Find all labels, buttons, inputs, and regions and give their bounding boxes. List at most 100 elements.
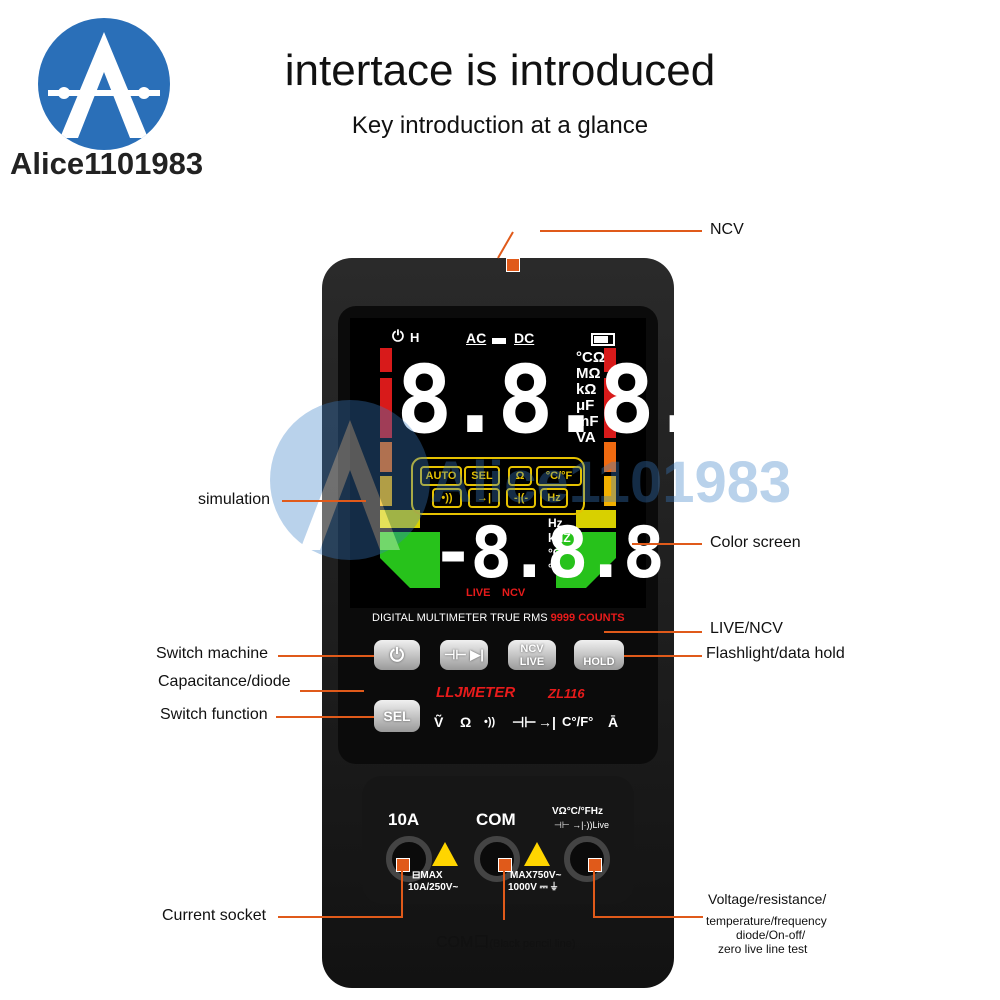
unit-kohm: kΩ [576,381,597,398]
brand-name: LLJMETER [436,684,516,701]
socket-v[interactable] [564,836,610,882]
label-ncv: NCV [710,221,744,238]
diode-symbol: →| [538,714,556,730]
live-indicator: LIVE [466,587,491,599]
mode-hz: Hz [540,488,568,508]
label-simulation: simulation [198,491,271,508]
label-flashlight: Flashlight/data hold [706,645,845,662]
logo-emblem [38,18,170,150]
hold-button[interactable]: HOLD [574,640,624,670]
current-socket-marker [396,858,410,872]
unit-mf: mF [576,413,599,430]
socket-label-10a: 10A [388,810,420,829]
mode-capacitance: -|(- [506,488,536,508]
page-title: intertace is introduced [284,46,716,95]
sel-label: SEL [383,708,411,724]
watermark: Alice1101983 [270,400,791,560]
label-com-paren: (Black pencil line) [489,938,576,950]
current-socket-leader [278,916,403,918]
com-marker [498,858,512,872]
label-live-ncv: LIVE/NCV [710,620,783,637]
ncv-marker [506,258,520,272]
power-icon: ⏻ [389,645,405,665]
ncv-live-button[interactable]: NCV LIVE [508,640,556,670]
color-screen-leader [632,543,702,545]
switch-machine-leader [278,655,374,657]
hold-label: HOLD [583,656,615,668]
ncv-leader [540,230,702,232]
max-right-line1: MAX750V~ [510,870,562,881]
ac-dc-bar [492,338,506,344]
tagline-counts: 9999 COUNTS [550,612,625,624]
flashlight-leader [624,655,702,657]
simulation-leader [282,500,366,502]
current-socket-vleader [401,870,403,916]
ac-current-symbol: Ā [608,714,619,730]
tagline-text: DIGITAL MULTIMETER TRUE RMS [372,612,548,624]
warning-icon-left [432,842,458,866]
main-units: °CΩ MΩ kΩ μF mF VA [576,350,608,446]
device-tagline: DIGITAL MULTIMETER TRUE RMS 9999 COUNTS [372,612,625,624]
socket-label-v: VΩ°C/°FHz [552,806,604,817]
mode-ohm: Ω [508,466,532,486]
mode-auto: AUTO [420,466,462,486]
unit-f: °F [548,561,561,575]
sub-units: Hz kHZ °C °F [548,516,580,576]
com-vleader [503,870,505,920]
unit-c: °C [548,546,562,560]
label-com: COM口(Black pencil line) [436,928,576,952]
temp-symbol: C°/F° [562,714,594,729]
live-label: LIVE [519,656,545,668]
voltage-vleader [593,870,595,916]
ohm-symbol: Ω [460,714,472,730]
dc-indicator: DC [514,330,535,346]
warning-icon-right [524,842,550,866]
cap-diode-leader [300,690,364,692]
hold-indicator: H [410,330,420,345]
label-cap-diode: Capacitance/diode [158,673,291,690]
max-right-line2: 1000V ⎓ ⏚ [508,882,558,893]
max-left-line2: 10A/250V~ [408,882,459,893]
cap-diode-button[interactable]: ⊣⊢ ▶| [440,640,488,670]
continuity-symbol: •)) [484,716,496,728]
mode-sel: SEL [464,466,500,486]
mode-diode: →| [468,488,500,508]
label-voltage-3: diode/On-off/ [736,928,806,942]
socket-label-v-sub: ⊣⊢ →|·))Live [554,820,610,830]
logo-a-mark [48,32,160,138]
logo-text: Alice1101983 [10,146,204,181]
power-indicator-icon: ⏻ [392,328,404,345]
mode-temp: °C/°F [536,466,582,486]
model-name: ZL116 [548,686,585,701]
socket-com[interactable] [474,836,520,882]
capacitance-symbol: ⊣⊢ [512,714,537,730]
unit-hz: Hz [548,516,563,530]
ac-voltage-symbol: Ṽ [434,714,444,730]
label-voltage-4: zero live line test [718,942,808,956]
voltage-leader [593,916,703,918]
unit-ohm-c: °CΩ [576,349,605,366]
label-color-screen: Color screen [710,534,801,551]
unit-khz: kHZ [548,531,571,545]
unit-va: VA [576,429,596,446]
label-switch-function: Switch function [160,706,268,723]
label-current-socket: Current socket [162,907,267,924]
unit-uf: μF [576,397,595,414]
cap-diode-icon: ⊣⊢ ▶| [444,647,484,662]
socket-label-com: COM [476,810,516,829]
page-subtitle: Key introduction at a glance [351,112,649,139]
power-button[interactable]: ⏻ [374,640,420,670]
sel-button[interactable]: SEL [374,700,420,732]
label-switch-machine: Switch machine [156,645,269,662]
mode-continuity: •)) [432,488,462,508]
watermark-text: Alice1101983 [430,450,791,515]
max-left-line1: ⊟MAX [412,870,443,881]
label-voltage-2: temperature/frequency [706,914,827,928]
socket-10a[interactable] [386,836,432,882]
unit-mohm: MΩ [576,365,601,382]
ncv-indicator: NCV [502,587,526,599]
screen-color-bands [380,333,616,588]
switch-function-leader [276,716,374,718]
label-voltage-1: Voltage/resistance/ [708,891,827,907]
ncv-label: NCV [520,643,544,655]
